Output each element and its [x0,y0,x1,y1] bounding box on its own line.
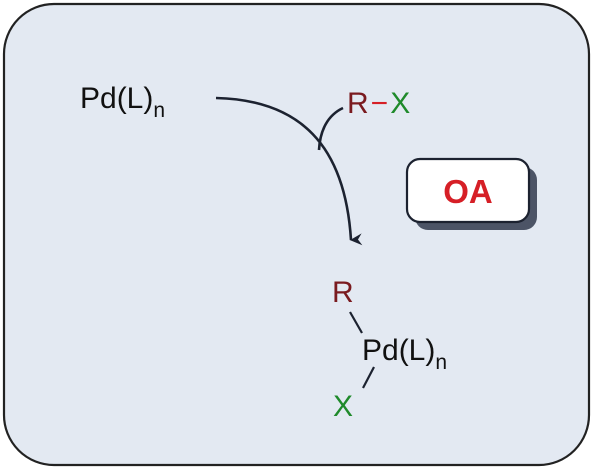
product-metal: Pd(L)n [362,334,447,374]
reagent-bond: − [371,87,389,120]
reaction-arrow [215,96,363,246]
product-metal-base: Pd(L) [362,334,435,367]
oa-badge-label: OA [443,173,493,210]
product-metal-subscript: n [435,351,447,374]
start-complex-subscript: n [153,99,165,122]
reagent-x: X [390,87,410,120]
product-r: R [332,276,354,309]
reagent-incoming-arc [317,106,344,151]
start-complex-base: Pd(L) [80,82,153,115]
product-x-bond [362,366,375,389]
reagent-label: R−X [347,87,410,120]
oa-badge [405,157,531,224]
reagent-r: R [347,87,369,120]
product-r-bond [349,311,363,334]
start-complex-label: Pd(L)n [80,82,165,122]
product-x: X [333,390,353,423]
